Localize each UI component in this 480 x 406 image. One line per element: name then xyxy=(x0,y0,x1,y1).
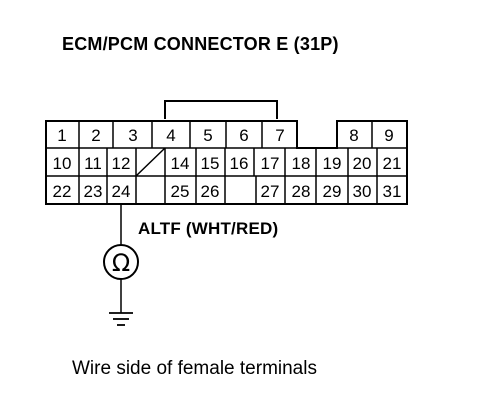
ground-icon xyxy=(109,312,133,326)
terminal-31: 31 xyxy=(383,182,402,201)
terminal-19: 19 xyxy=(323,154,342,173)
terminal-24: 24 xyxy=(112,182,131,201)
ohm-symbol: Ω xyxy=(112,249,130,277)
blank-cavity-mark xyxy=(135,147,166,177)
terminal-1: 1 xyxy=(57,126,66,145)
terminal-11: 11 xyxy=(84,154,102,173)
terminal-14: 14 xyxy=(171,154,190,173)
terminal-10: 10 xyxy=(53,154,72,173)
terminal-15: 15 xyxy=(201,154,220,173)
terminal-29: 29 xyxy=(323,182,342,201)
terminal-5: 5 xyxy=(203,126,212,145)
view-caption: Wire side of female terminals xyxy=(72,358,317,379)
terminal-17: 17 xyxy=(261,154,280,173)
terminal-12: 12 xyxy=(112,154,131,173)
terminal-numbers: 1 2 3 4 5 6 7 8 9 10 11 12 14 15 16 17 1… xyxy=(53,126,402,201)
terminal-23: 23 xyxy=(84,182,103,201)
terminal-8: 8 xyxy=(349,126,358,145)
unused-cavity xyxy=(232,180,250,202)
terminal-25: 25 xyxy=(171,182,190,201)
row1-dividers xyxy=(78,121,373,148)
terminal-22: 22 xyxy=(53,182,72,201)
terminal-16: 16 xyxy=(230,154,249,173)
terminal-30: 30 xyxy=(353,182,372,201)
connector-outline xyxy=(45,120,408,205)
terminal-18: 18 xyxy=(292,154,311,173)
terminal-26: 26 xyxy=(201,182,220,201)
terminal-6: 6 xyxy=(239,126,248,145)
terminal-28: 28 xyxy=(292,182,311,201)
wire-label: ALTF (WHT/RED) xyxy=(138,219,279,238)
terminal-27: 27 xyxy=(261,182,280,201)
terminal-3: 3 xyxy=(128,126,137,145)
row23-dividers xyxy=(78,148,378,204)
connector-lock-tab xyxy=(164,100,278,119)
connector-title: ECM/PCM CONNECTOR E (31P) xyxy=(62,34,339,54)
terminal-4: 4 xyxy=(166,126,175,145)
terminal-21: 21 xyxy=(383,154,402,173)
terminal-2: 2 xyxy=(91,126,100,145)
terminal-20: 20 xyxy=(353,154,372,173)
terminal-7: 7 xyxy=(275,126,284,145)
terminal-9: 9 xyxy=(384,126,393,145)
